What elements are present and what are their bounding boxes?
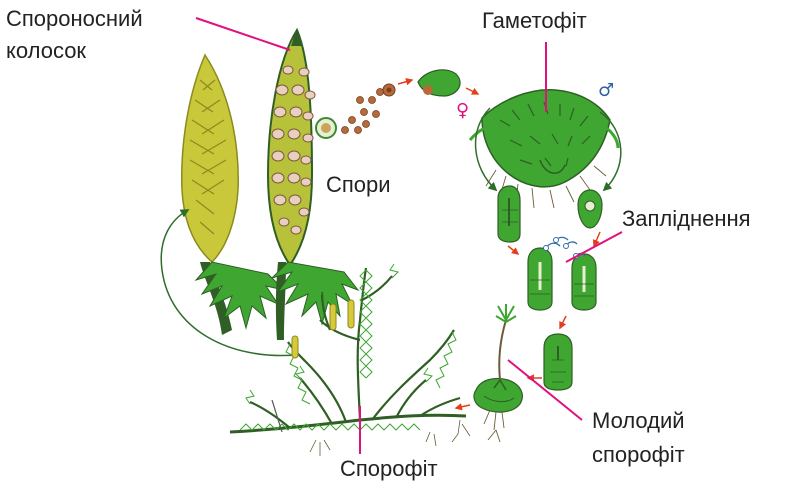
archegonium [498,186,520,242]
antheridium [578,190,602,228]
fertilization-illustration [508,232,600,328]
label-spore-spike-line1: Спороносний [6,4,143,34]
label-spores: Спори [326,170,391,200]
label-young-sporophyte-line1: Молодий [592,406,685,436]
label-gametophyte: Гаметофіт [482,6,587,36]
leader-spore-spike [196,18,290,50]
label-fertilization: Запліднення [622,204,751,234]
young-sporophyte-illustration [456,304,522,442]
label-spore-spike-line2: колосок [6,36,86,66]
label-young-sporophyte-line2: спорофіт [592,440,685,470]
male-symbol: ♂ [598,80,614,101]
leader-fertilization [566,232,622,262]
female-symbol: ♀ [456,100,469,121]
spore-group [316,70,478,138]
label-sporophyte: Спорофіт [340,454,438,484]
gametophyte-illustration [470,90,618,208]
